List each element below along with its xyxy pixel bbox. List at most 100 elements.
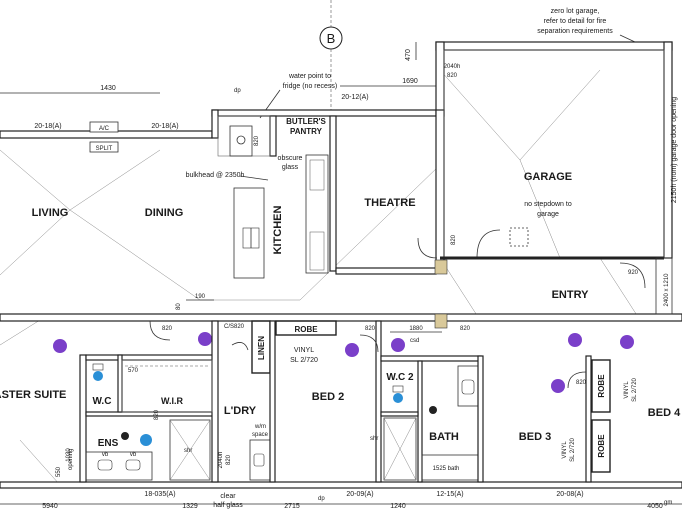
note-bulkhead: bulkhead @ 2350h: [186, 172, 245, 179]
room-entry: ENTRY: [552, 289, 590, 301]
note-glass: glass: [282, 164, 299, 171]
svg-text:820: 820: [365, 326, 376, 332]
room-theatre: THEATRE: [364, 197, 415, 209]
note-csd: csd: [410, 338, 419, 344]
garage: GARAGE no stepdown to garage 2150h (nom)…: [440, 49, 678, 260]
switchboard-2: [434, 313, 448, 329]
room-bed3: BED 3: [519, 431, 551, 443]
svg-text:18-035(A): 18-035(A): [144, 491, 175, 498]
svg-text:SL 2/720: SL 2/720: [632, 377, 638, 401]
room-bed2: BED 2: [312, 391, 344, 403]
svg-text:shr: shr: [370, 436, 378, 442]
grid-marker-label: B: [327, 31, 336, 46]
svg-text:820: 820: [451, 234, 457, 245]
svg-text:space: space: [252, 432, 269, 438]
top-dimensions: 1430 1690 470 2040h 820: [0, 42, 461, 94]
room-wir: W.I.R: [161, 396, 183, 406]
svg-text:C/S: C/S: [224, 324, 234, 330]
svg-text:20-09(A): 20-09(A): [346, 491, 373, 498]
svg-text:2040h: 2040h: [218, 452, 224, 469]
note-half-glass: half glass: [213, 502, 243, 509]
room-dining: DINING: [145, 207, 184, 219]
room-butlers-pantry-2: PANTRY: [290, 127, 323, 136]
room-robe-bed4: ROBE: [597, 434, 606, 458]
svg-text:VINYL: VINYL: [624, 381, 630, 399]
window-tag-2018a-1: 20-18(A): [34, 123, 61, 130]
svg-text:opening: opening: [68, 449, 74, 470]
butlers-pantry: 820 BUTLER'S PANTRY: [217, 115, 337, 272]
room-robe-bed3: ROBE: [597, 374, 606, 398]
svg-text:VINYL: VINYL: [562, 441, 568, 459]
svg-text:570: 570: [128, 368, 139, 374]
window-tag-2012a: 20-12(A): [341, 94, 368, 101]
note-no-stepdown: no stepdown to: [524, 201, 572, 208]
smoke-detectors: [53, 332, 634, 393]
svg-text:20-08(A): 20-08(A): [556, 491, 583, 498]
detector-bed3: [551, 379, 565, 393]
dim-1430: 1430: [100, 85, 116, 92]
svg-text:550: 550: [56, 466, 62, 477]
svg-text:1030: 1030: [66, 448, 72, 462]
bath-size: 1525 bath: [433, 466, 460, 472]
room-linen: LINEN: [257, 336, 266, 360]
dim-1690: 1690: [402, 78, 418, 85]
svg-text:vb: vb: [130, 452, 137, 458]
svg-text:gm: gm: [664, 500, 672, 506]
wc2-bath: W.C 2 shr BATH 1525 bath: [370, 355, 484, 483]
switchboard: [434, 259, 448, 275]
detector-master: [53, 339, 67, 353]
svg-text:dp: dp: [318, 496, 325, 502]
svg-text:refer to detail for fire: refer to detail for fire: [544, 18, 607, 25]
room-wc2: W.C 2: [386, 372, 414, 383]
svg-text:A/C: A/C: [99, 126, 110, 132]
dim-820-hall: 820: [460, 326, 471, 332]
dim-820-master: 820: [162, 326, 173, 332]
detector-bed2: [345, 343, 359, 357]
svg-text:1329: 1329: [182, 503, 198, 510]
note-obscure: obscure: [278, 155, 303, 162]
svg-text:fridge (no recess): fridge (no recess): [283, 83, 337, 90]
room-living: LIVING: [32, 207, 69, 219]
room-master-suite: ASTER SUITE: [0, 389, 66, 401]
svg-text:separation requirements: separation requirements: [537, 28, 613, 35]
note-dp-top: dp: [234, 88, 241, 94]
ac-split-unit: A/C SPLIT: [89, 121, 119, 153]
room-bath: BATH: [429, 431, 459, 443]
note-garage: garage: [537, 211, 559, 218]
svg-text:820: 820: [576, 380, 587, 386]
svg-text:820: 820: [234, 324, 245, 330]
svg-text:SL 2/720: SL 2/720: [290, 357, 318, 364]
room-garage: GARAGE: [524, 171, 572, 183]
svg-text:4050: 4050: [647, 503, 663, 510]
room-butlers-pantry-1: BUTLER'S: [286, 117, 326, 126]
external-walls: [0, 41, 682, 489]
note-garage-door: 2150h (nom) garage door opening: [671, 97, 678, 203]
dim-470: 470: [405, 49, 412, 61]
roof-hip-lines: [0, 69, 641, 486]
robes-bed4: ROBE ROBE VINYL SL 2/720 BED 4: [591, 359, 681, 473]
svg-text:shr: shr: [184, 448, 192, 454]
note-zero-lot: zero lot garage, refer to detail for fir…: [537, 8, 636, 43]
ensuite-block: W.C W.I.R 570 ENS vb vb shr 1030 550 ope…: [56, 320, 219, 483]
svg-text:820: 820: [154, 409, 160, 420]
detector-bed4: [620, 335, 634, 349]
detector-hall: [391, 338, 405, 352]
dim-1880: 1880: [409, 326, 423, 332]
detector-entry: [568, 333, 582, 347]
room-ens: ENS: [98, 438, 119, 449]
dim-820-top: 820: [447, 73, 458, 79]
dim-80: 80: [176, 303, 182, 310]
svg-text:12-15(A): 12-15(A): [436, 491, 463, 498]
svg-text:920: 920: [628, 270, 639, 276]
grid-marker: B: [319, 0, 343, 110]
room-bed4: BED 4: [648, 407, 681, 419]
kitchen: KITCHEN: [233, 154, 329, 279]
theatre: THEATRE 820: [335, 109, 457, 275]
svg-text:2400 x 1210: 2400 x 1210: [664, 273, 670, 307]
svg-text:SPLIT: SPLIT: [96, 146, 113, 152]
svg-text:2715: 2715: [284, 503, 300, 510]
svg-text:5940: 5940: [42, 503, 58, 510]
svg-text:vb: vb: [102, 452, 109, 458]
dim-2040h-top: 2040h: [444, 64, 461, 70]
